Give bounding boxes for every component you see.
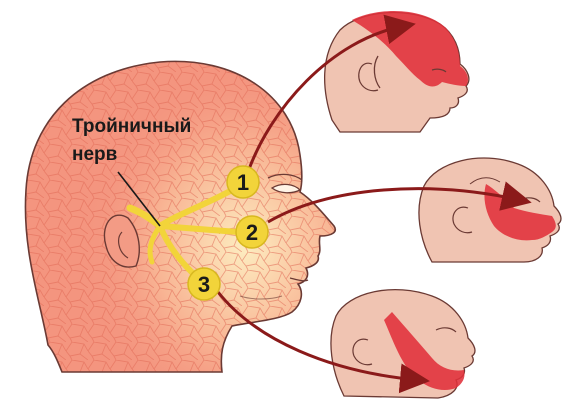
branch-2-head: [419, 158, 561, 262]
branch-badge-1: 1: [227, 166, 259, 198]
branch-number-1: 1: [237, 170, 249, 195]
nerve-label-line1: Тройничный: [72, 116, 191, 137]
nerve-label-line2: нерв: [72, 144, 117, 165]
main-head: [0, 0, 360, 400]
branch-badge-3: 3: [188, 268, 220, 300]
branch-number-2: 2: [246, 220, 258, 245]
branch-1-head: [325, 11, 469, 132]
branch-number-3: 3: [198, 272, 210, 297]
branch-3-head: [331, 290, 475, 398]
branch-badge-2: 2: [236, 216, 268, 248]
